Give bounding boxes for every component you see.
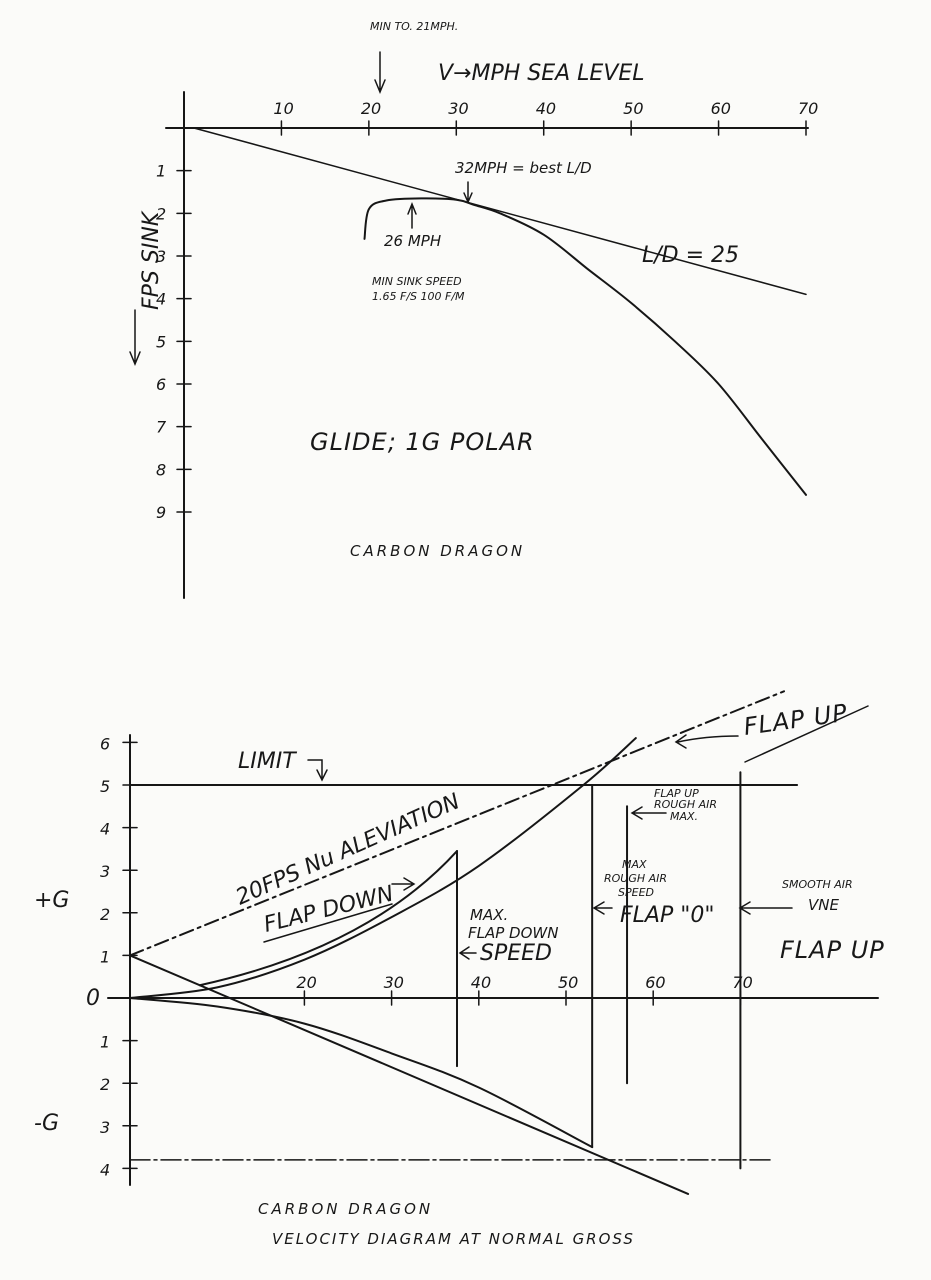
vn-y-tick-label: 5 [100,777,110,796]
vn-y-tick-label: 2 [100,905,110,924]
polar-min-speed-label: MIN TO. 21MPH. [370,20,458,33]
vn-flap-up-top-label: FLAP UP [742,699,850,741]
vn-flap-up-right-label: FLAP UP [780,936,885,964]
polar-x-ticks: 10 20 30 40 50 60 70 [273,99,818,136]
polar-x-tick-label: 20 [361,99,381,118]
polar-x-tick-label: 10 [273,99,293,118]
velocity-diagram-chart: 20 30 40 50 60 70 0 1 2 3 4 5 6 1 2 3 4 +G -G LIMIT 20 F… [34,690,885,1248]
vn-max-flap-arrow-icon [458,946,477,960]
vn-y-tick-label: 1 [100,947,110,966]
vn-y-tick-label: 1 [100,1033,110,1052]
vn-x-tick-label: 30 [384,973,404,992]
vn-y-tick-label: 2 [100,1075,110,1094]
polar-min-sink-arrow-icon [407,201,417,229]
polar-y-axis-title: FPS SINK [139,210,164,310]
polar-y-tick-label: 2 [156,204,166,223]
vn-rough-air-arrow-icon [592,901,613,915]
vn-y-tick-label: 4 [100,1160,110,1179]
vn-x-tick-label: 40 [471,973,491,992]
vn-flap-up-rough-label-2: ROUGH AIR [654,798,717,811]
polar-y-tick-label: 7 [156,418,167,437]
vn-flap-down-curve [198,850,458,987]
polar-title: GLIDE; 1G POLAR [310,428,535,456]
polar-y-tick-label: 6 [156,375,166,394]
polar-y-tick-label: 1 [156,162,166,181]
vn-flap-up-rough-arrow-icon [630,806,667,820]
vn-flap-down-arrow-icon [391,877,416,891]
polar-y-tick-label: 8 [156,460,166,479]
polar-ld-tangent-line [193,127,807,296]
vn-rough-air-label-4: FLAP "0" [620,903,714,928]
vn-smooth-air-label-2: VNE [808,896,839,914]
polar-y-tick-label: 3 [156,247,166,266]
polar-x-tick-label: 30 [448,99,468,118]
vn-y-tick-label: 6 [100,734,110,753]
polar-ld-ratio-label: L/D = 25 [642,243,739,268]
polar-x-tick-label: 70 [798,99,818,118]
vn-max-flap-label-3: SPEED [480,941,552,966]
vn-y-tick-label: 0 [86,986,100,1011]
polar-min-sink-line2: 1.65 F/S 100 F/M [372,290,465,303]
vn-rough-air-label-2: ROUGH AIR [604,872,667,885]
vn-positive-g-label: +G [34,888,69,913]
vn-limit-arrow-icon [307,759,328,782]
polar-x-axis-title: V→MPH SEA LEVEL [438,61,645,86]
vn-smooth-air-label-1: SMOOTH AIR [782,878,853,891]
polar-y-ticks: 1 2 3 4 5 6 7 8 9 [156,162,192,522]
polar-subtitle: CARBON DRAGON [350,542,525,560]
vn-negative-stall-curve [129,997,594,1149]
polar-min-sink-line1: MIN SINK SPEED [372,275,462,288]
vn-negative-gust-line [129,954,690,1195]
vn-x-tick-label: 70 [732,973,752,992]
vn-y-tick-label: 3 [100,1118,110,1137]
polar-best-ld-arrow-icon [463,181,473,204]
glide-polar-chart: 10 20 30 40 50 60 70 1 2 3 4 5 6 7 8 9 V→MPH SEA LEVEL… [129,20,818,599]
vn-limit-label: LIMIT [238,749,297,774]
vn-y-tick-label: 3 [100,862,110,881]
polar-y-arrow-icon [129,309,141,366]
polar-min-speed-arrow-icon [374,51,386,94]
polar-y-tick-label: 4 [156,290,166,309]
polar-y-tick-label: 5 [156,332,166,351]
vn-max-flap-label-2: FLAP DOWN [468,924,558,942]
polar-x-tick-label: 50 [623,99,643,118]
vn-positive-stall-curve [129,737,637,999]
polar-x-tick-label: 60 [711,99,731,118]
polar-sink-curve [363,197,807,496]
polar-best-ld-label: 32MPH = best L/D [455,159,592,177]
vn-positive-gust-line [129,690,785,957]
vn-flap-up-rough-label-3: MAX. [670,810,698,823]
vn-rough-air-label-3: SPEED [618,886,654,899]
vn-flap-up-underline [744,705,869,763]
vn-x-tick-label: 50 [558,973,578,992]
polar-y-tick-label: 9 [156,503,166,522]
vn-subtitle: VELOCITY DIAGRAM AT NORMAL GROSS [272,1230,635,1248]
vn-x-tick-label: 60 [645,973,665,992]
vn-flap-up-arrow-icon [674,734,739,749]
vn-smooth-air-arrow-icon [738,901,793,915]
vn-negative-g-label: -G [34,1111,59,1136]
vn-x-tick-label: 20 [296,973,316,992]
vn-max-flap-label-1: MAX. [470,906,508,924]
vn-x-ticks: 20 30 40 50 60 70 [296,973,753,1006]
vn-rough-air-label-1: MAX [622,858,647,871]
vn-flap-down-underline [263,903,393,943]
polar-x-tick-label: 40 [536,99,556,118]
vn-y-tick-label: 4 [100,820,110,839]
polar-min-sink-speed-label: 26 MPH [384,232,441,250]
vn-flap-up-rough-label-1: FLAP UP [654,787,699,800]
vn-title: CARBON DRAGON [258,1200,433,1218]
vn-speed-markers [456,771,742,1170]
